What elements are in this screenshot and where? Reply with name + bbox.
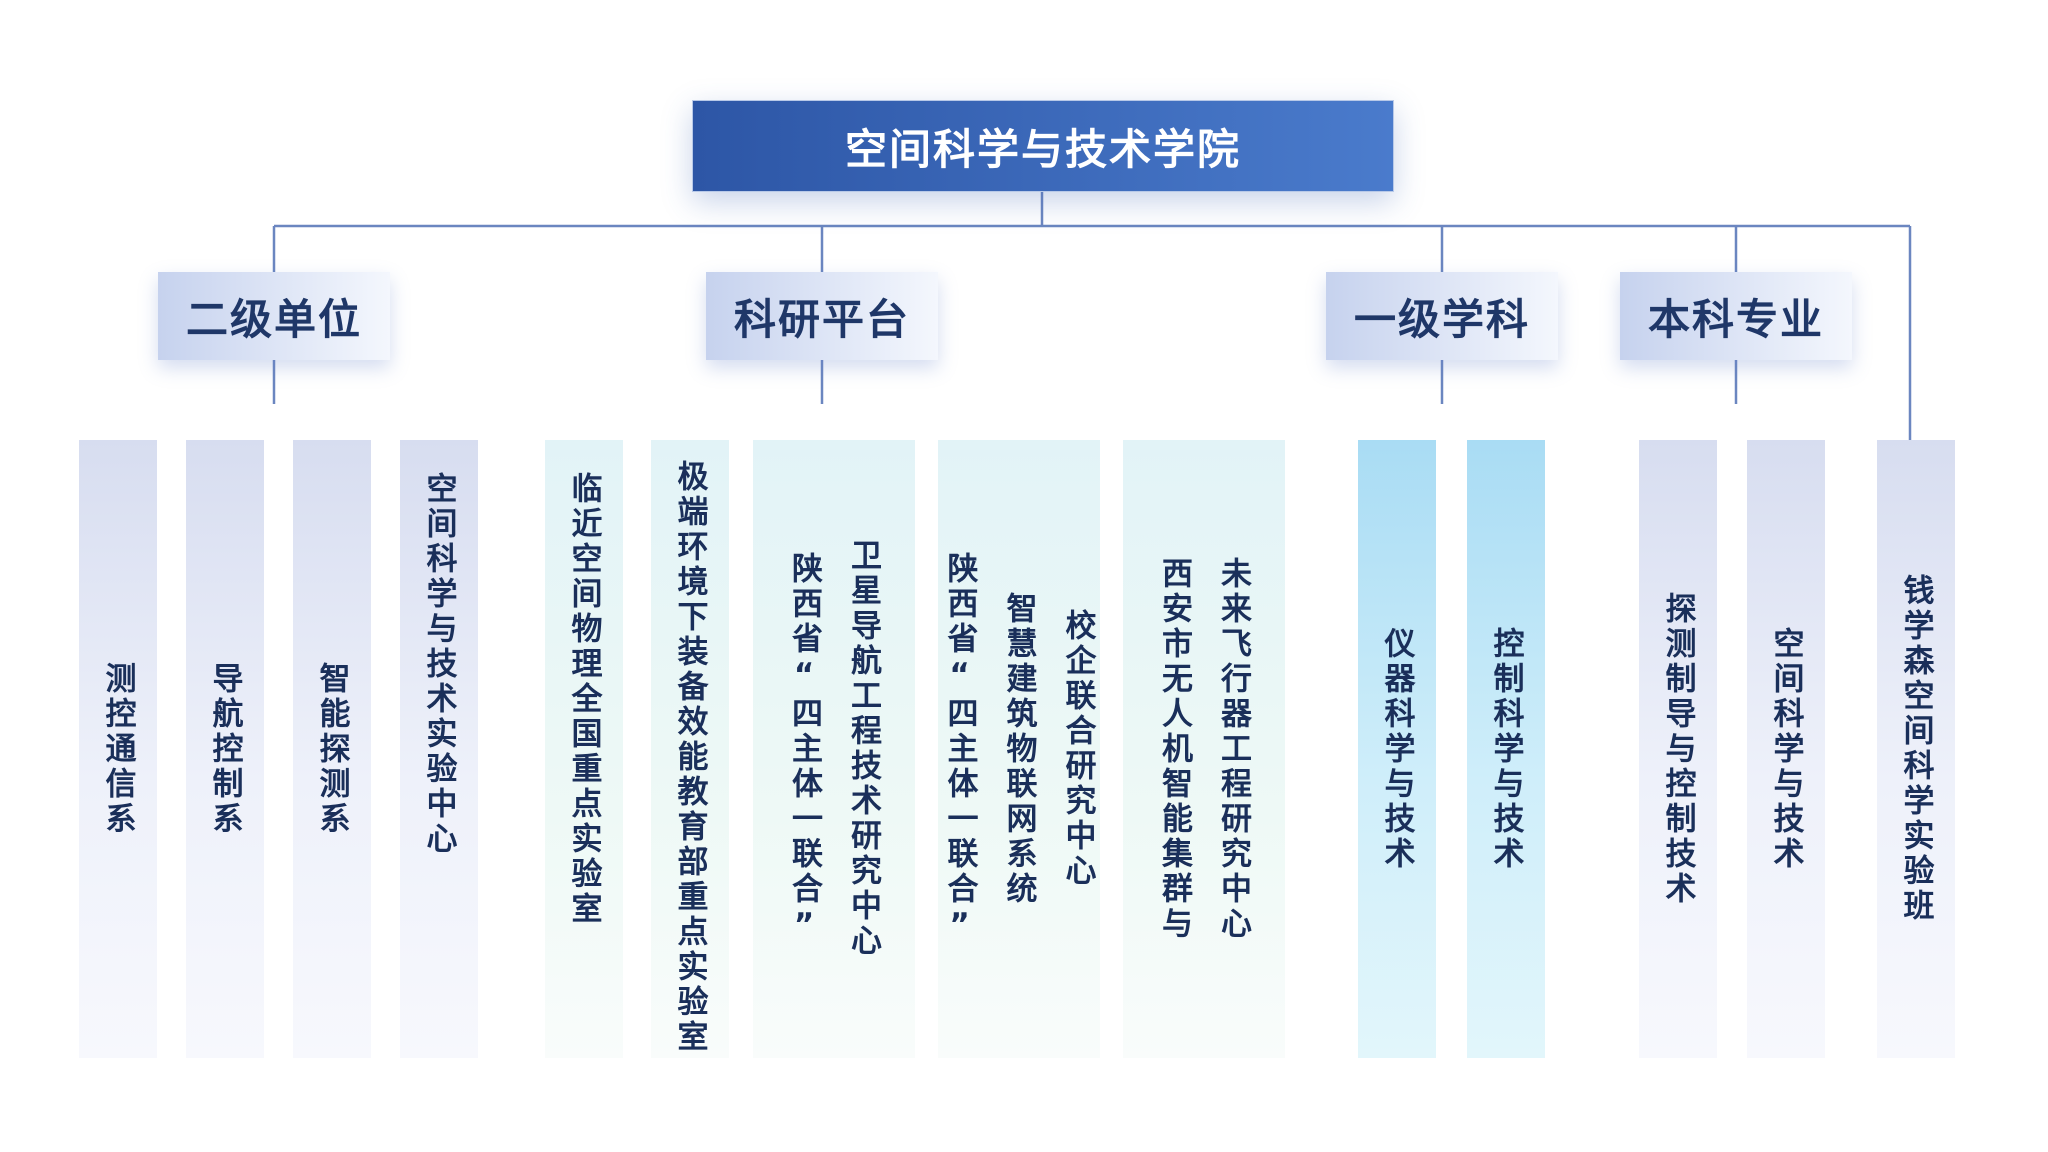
discipline-box: 仪器科学与技术: [1358, 440, 1436, 1058]
unit-box: 导航控制系: [186, 440, 264, 1058]
unit-label: 智能探测系: [313, 661, 350, 837]
platform-label: 校企联合研究中心: [1059, 609, 1096, 889]
platform-label: 陕西省“四主体一联合”: [941, 551, 978, 947]
category-label: 一级学科: [1353, 294, 1530, 344]
unit-box: 空间科学与技术实验中心: [400, 440, 478, 1058]
platform-label: 陕西省“四主体一联合”: [786, 551, 822, 947]
major-label: 钱学森空间科学实验班: [1897, 574, 1934, 924]
unit-box: 测控通信系: [79, 440, 157, 1058]
unit-label: 导航控制系: [206, 661, 243, 837]
major-box: 探测制导与控制技术: [1639, 440, 1717, 1058]
platform-box: 校企联合研究中心 智慧建筑物联网系统 陕西省“四主体一联合”: [938, 440, 1100, 1058]
college-title: 空间科学与技术学院: [844, 124, 1241, 174]
category-label: 二级单位: [185, 294, 362, 344]
platform-box: 临近空间物理全国重点实验室: [545, 440, 623, 1058]
platform-label: 极端环境下装备效能教育部重点实验室: [671, 460, 708, 1055]
category-label: 本科专业: [1647, 294, 1824, 344]
college-title-box: 空间科学与技术学院: [692, 100, 1394, 192]
discipline-label: 控制科学与技术: [1487, 626, 1524, 872]
platform-box: 极端环境下装备效能教育部重点实验室: [651, 440, 729, 1058]
major-box: 空间科学与技术: [1747, 440, 1825, 1058]
unit-label: 空间科学与技术实验中心: [420, 472, 457, 857]
major-label: 空间科学与技术: [1767, 626, 1804, 872]
category-undergraduate-majors: 本科专业: [1620, 272, 1852, 360]
platform-label: 未来飞行器工程研究中心: [1215, 556, 1251, 942]
platform-label: 智慧建筑物联网系统: [1000, 591, 1037, 907]
unit-box: 智能探测系: [293, 440, 371, 1058]
major-box: 钱学森空间科学实验班: [1877, 440, 1955, 1058]
platform-box: 卫星导航工程技术研究中心 陕西省“四主体一联合”: [753, 440, 915, 1058]
platform-label: 临近空间物理全国重点实验室: [565, 472, 602, 927]
major-label: 探测制导与控制技术: [1659, 591, 1696, 907]
category-secondary-units: 二级单位: [158, 272, 390, 360]
category-first-level-disciplines: 一级学科: [1326, 272, 1558, 360]
discipline-label: 仪器科学与技术: [1378, 626, 1415, 872]
category-research-platforms: 科研平台: [706, 272, 938, 360]
discipline-box: 控制科学与技术: [1467, 440, 1545, 1058]
platform-label: 卫星导航工程技术研究中心: [845, 539, 881, 959]
category-label: 科研平台: [733, 294, 910, 344]
platform-box: 未来飞行器工程研究中心 西安市无人机智能集群与: [1123, 440, 1285, 1058]
unit-label: 测控通信系: [99, 661, 136, 837]
platform-label: 西安市无人机智能集群与: [1156, 556, 1192, 942]
